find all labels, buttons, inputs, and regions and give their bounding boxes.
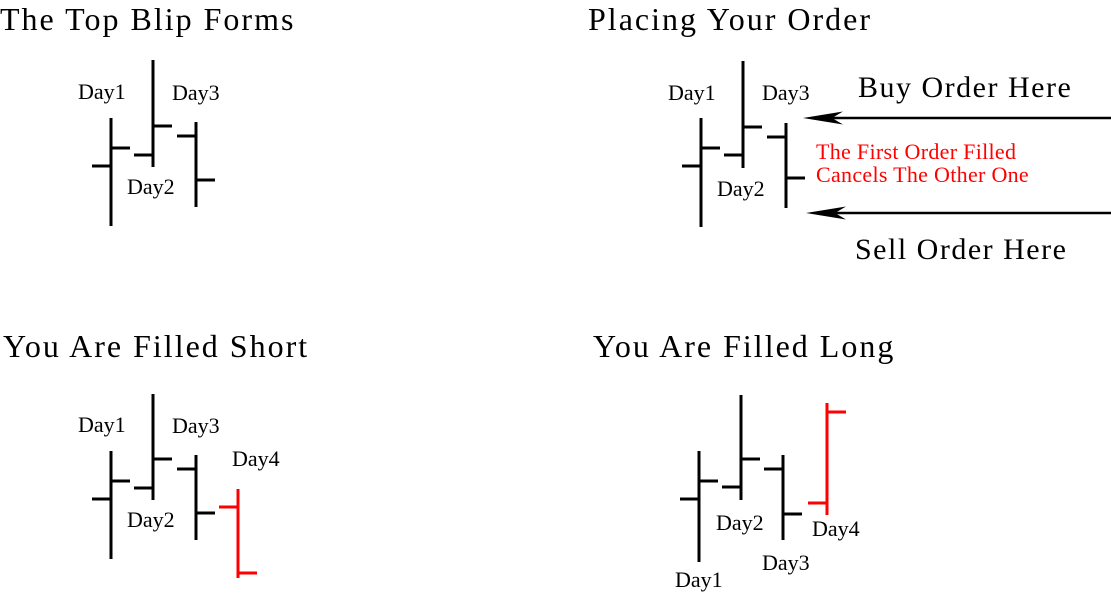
you-are-filled-short-day4-label: Day4 (232, 446, 280, 471)
top-blip-forms-day3-label: Day3 (172, 80, 220, 105)
placing-your-order-day3-label: Day3 (762, 80, 810, 105)
buy-order-here-label: Buy Order Here (858, 71, 1073, 104)
buy-arrowhead-icon (803, 111, 843, 125)
panel-title-placing-your-order: Placing Your Order (588, 1, 872, 37)
top-blip-forms-day2-label: Day2 (127, 174, 175, 199)
sell-order-here-label: Sell Order Here (855, 233, 1068, 266)
you-are-filled-short-day2-label: Day2 (127, 507, 175, 532)
top-blip-forms-day1-label: Day1 (78, 79, 126, 104)
sell-arrowhead-icon (806, 206, 846, 220)
placing-your-order-day2-label: Day2 (717, 176, 765, 201)
panel-title-top-blip-forms: The Top Blip Forms (0, 1, 296, 37)
you-are-filled-long-day2-label: Day2 (716, 510, 764, 535)
you-are-filled-long-day4-label: Day4 (812, 516, 860, 541)
you-are-filled-short-day3-label: Day3 (172, 413, 220, 438)
oco-cancel-note-line2: Cancels The Other One (816, 162, 1029, 187)
panel-title-you-are-filled-long: You Are Filled Long (593, 328, 896, 364)
panel-title-you-are-filled-short: You Are Filled Short (3, 328, 310, 364)
placing-your-order-day1-label: Day1 (668, 80, 716, 105)
you-are-filled-long-day1-label: Day1 (675, 567, 723, 592)
you-are-filled-long-day3-label: Day3 (762, 550, 810, 575)
oco-cancel-note: The First Order Filled Cancels The Other… (816, 140, 1029, 186)
oco-cancel-note-line1: The First Order Filled (816, 139, 1017, 164)
you-are-filled-short-day1-label: Day1 (78, 412, 126, 437)
